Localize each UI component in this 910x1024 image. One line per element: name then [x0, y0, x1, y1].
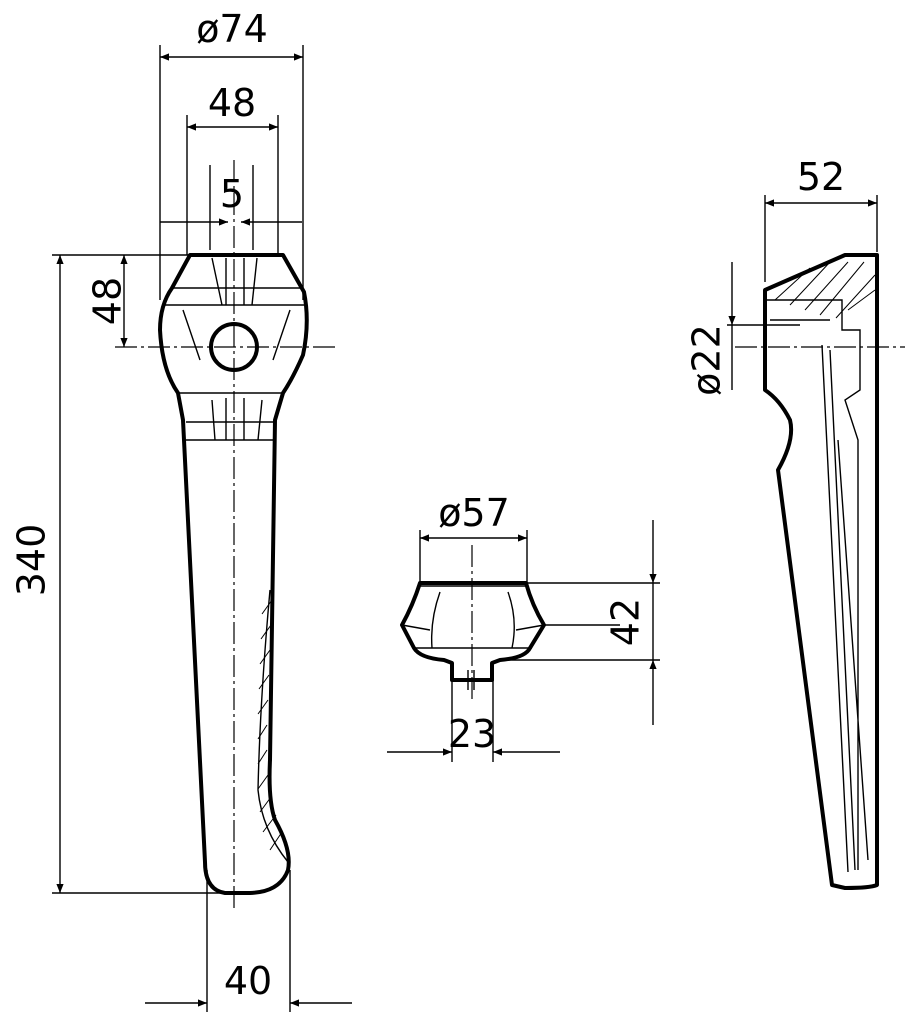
front-blade-outline — [158, 253, 309, 895]
side-blade-outline — [763, 253, 879, 890]
dim-front-top-height: 48 — [86, 277, 130, 325]
dim-side-width: 52 — [797, 155, 845, 199]
front-facet-lines — [165, 257, 305, 441]
side-inner-lines — [765, 299, 869, 873]
front-slot-lines — [225, 258, 245, 440]
dim-section-height: 42 — [604, 598, 648, 646]
dim-section-dia: ø57 — [438, 491, 510, 535]
section-facet-lines — [401, 585, 545, 649]
side-hatch — [774, 261, 876, 319]
dim-front-inner-width: 48 — [208, 81, 256, 125]
section-view: ø57 42 23 — [387, 491, 660, 762]
side-view: 52 ø22 — [685, 155, 905, 890]
dim-side-hole-dia: ø22 — [685, 324, 729, 396]
dim-front-tip-width: 40 — [224, 959, 272, 1003]
dim-section-neck: 23 — [448, 712, 496, 756]
front-edge-hatch — [257, 599, 283, 851]
section-outline — [400, 581, 546, 682]
dim-front-total-height: 340 — [10, 524, 54, 597]
dim-front-slot: 5 — [220, 172, 244, 216]
front-view: ø74 48 5 48 340 40 — [10, 7, 352, 1012]
front-edge-line — [257, 589, 289, 863]
dim-front-width-dia: ø74 — [196, 7, 268, 51]
